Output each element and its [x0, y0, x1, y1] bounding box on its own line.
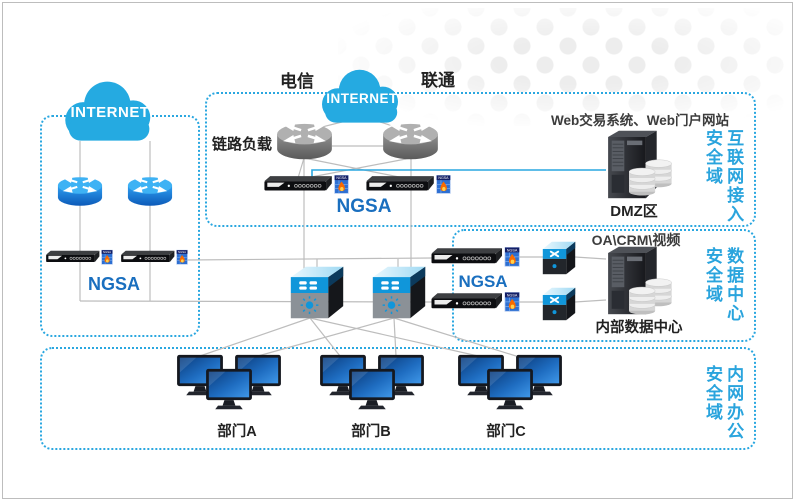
- oa-crm-video-label: OA\CRM\视频: [591, 232, 681, 248]
- domain-type: 安全域: [703, 365, 723, 422]
- domain-name: 数据中心: [724, 247, 744, 323]
- internet-zone-domain-label: 互联网接入 安全域: [702, 129, 744, 224]
- web-systems-label: Web交易系统、Web门户网站: [550, 113, 730, 128]
- ngsa-appliance-left-1: [45, 249, 113, 265]
- isp-unicom-label: 联通: [421, 71, 455, 90]
- core-switch-2-icon: [372, 266, 426, 320]
- link-load-label: 链路负载: [211, 136, 273, 153]
- isp-telecom-label: 电信: [280, 72, 314, 91]
- ngsa-appliance-top-1: [264, 175, 349, 194]
- datacenter-zone-box: [452, 229, 756, 342]
- ngsa-appliance-dc-2: [431, 292, 520, 312]
- gray-connection-lines: [79, 120, 607, 357]
- link-load-router-unicom-icon: [382, 122, 439, 161]
- dmz-area-label: DMZ区: [610, 203, 658, 220]
- domain-name: 内网办公: [724, 365, 744, 441]
- office-zone-box: [40, 347, 756, 450]
- domain-type: 安全域: [703, 247, 723, 304]
- core-switch-1-icon: [290, 266, 344, 320]
- office-zone-domain-label: 内网办公 安全域: [702, 365, 744, 441]
- dept-c-label: 部门C: [486, 424, 526, 440]
- ngsa-dc-label: NGSA: [458, 272, 508, 291]
- link-load-router-telecom-icon: [276, 122, 333, 161]
- ngsa-appliance-top-2: [366, 175, 451, 194]
- dept-b-label: 部门B: [351, 424, 391, 440]
- dept-a-label: 部门A: [217, 424, 257, 440]
- internet-top-label: INTERNET: [326, 91, 398, 106]
- dmz-uplink-line: [311, 169, 606, 177]
- router-blue-1-icon: [57, 176, 103, 207]
- ngsa-left-label: NGSA: [87, 274, 141, 294]
- dept-b-monitor-3-icon: [349, 368, 395, 410]
- ngsa-appliance-left-2: [120, 249, 188, 265]
- datacenter-zone-domain-label: 数据中心 安全域: [702, 247, 744, 323]
- router-blue-2-icon: [127, 176, 173, 207]
- ngsa-appliance-dc-1: [431, 247, 520, 267]
- internet-left-label: INTERNET: [70, 104, 150, 121]
- domain-type: 安全域: [703, 129, 723, 186]
- dc-switch-1-icon: [541, 240, 577, 276]
- ngsa-top-label: NGSA: [336, 196, 392, 217]
- domain-name: 互联网接入: [724, 129, 744, 224]
- honeycomb-pattern: [338, 8, 788, 126]
- dc-switch-2-icon: [541, 286, 577, 322]
- dept-a-monitor-3-icon: [206, 368, 252, 410]
- internet-access-zone-box: [205, 92, 756, 227]
- internal-datacenter-label: 内部数据中心: [595, 320, 683, 336]
- dept-c-monitor-3-icon: [487, 368, 533, 410]
